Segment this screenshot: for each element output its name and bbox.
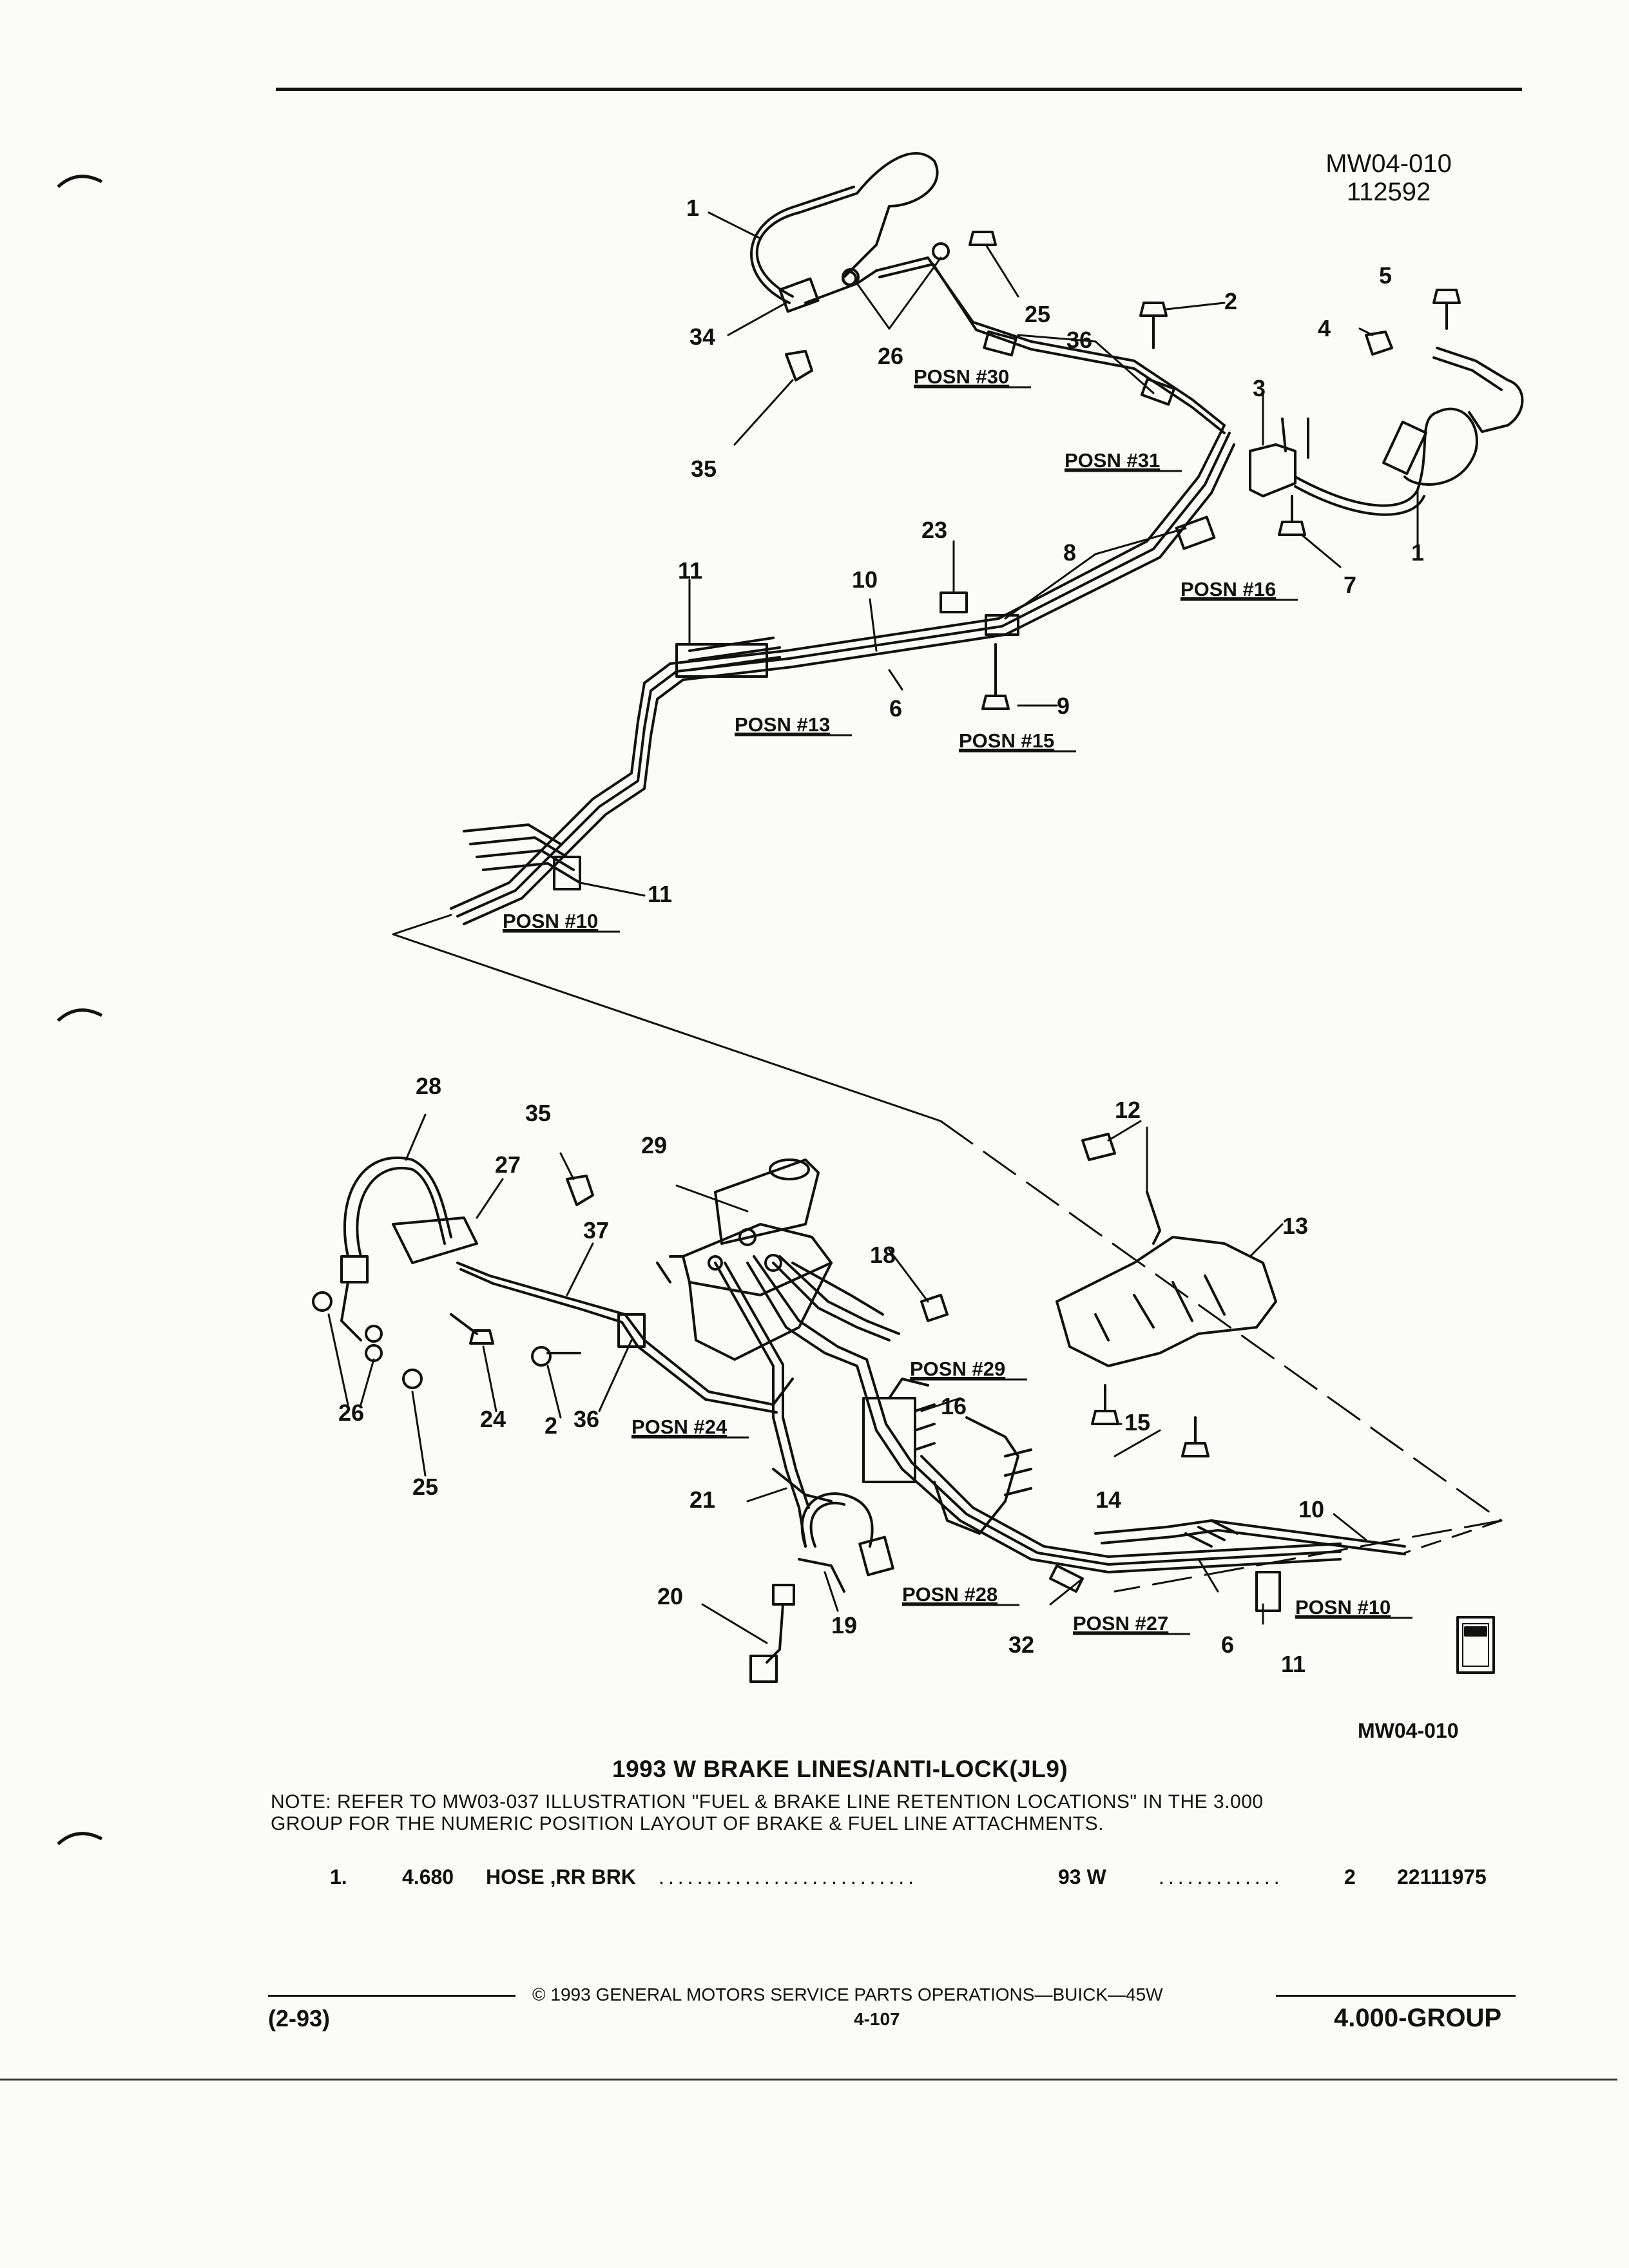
callout-37: 37 xyxy=(583,1217,609,1244)
callout-35-upper: 35 xyxy=(691,456,717,482)
upper-leader-lines xyxy=(579,211,1419,897)
posn-30: POSN #30 xyxy=(914,365,1009,388)
illustration-code: MW04-010 112592 xyxy=(1315,149,1463,206)
master-cylinder-lines xyxy=(714,1133,1406,1683)
callout-numbers: 1 34 26 25 36 2 5 4 35 3 1 7 8 23 10 11 … xyxy=(338,195,1424,1677)
parts-row: 1. 4.680 HOSE ,RR BRK ..................… xyxy=(330,1865,1509,1891)
callout-27: 27 xyxy=(495,1151,521,1178)
page-title: 1993 W BRAKE LINES/ANTI-LOCK(JL9) xyxy=(612,1756,1068,1782)
posn-27: POSN #27 xyxy=(1073,1612,1168,1635)
callout-19: 19 xyxy=(831,1612,857,1639)
callout-2-lower: 2 xyxy=(545,1412,557,1439)
gm-spo-logo xyxy=(1456,1616,1495,1674)
diagram-code-label: MW04-010 xyxy=(1358,1719,1459,1742)
posn-15: POSN #15 xyxy=(959,729,1054,752)
illustration-code-id: MW04-010 xyxy=(1325,149,1452,178)
callout-4: 4 xyxy=(1318,315,1331,341)
callout-13: 13 xyxy=(1282,1213,1308,1239)
master-cylinder xyxy=(656,1158,833,1361)
illustration-code-date: 112592 xyxy=(1346,178,1431,206)
posn-13: POSN #13 xyxy=(735,713,830,736)
posn-10-upper: POSN #10 xyxy=(503,910,598,932)
callout-25-lower: 25 xyxy=(412,1474,438,1500)
posn-28: POSN #28 xyxy=(902,1583,998,1606)
callout-6-lower: 6 xyxy=(1221,1631,1234,1658)
posn-31: POSN #31 xyxy=(1065,449,1160,472)
callout-6-upper: 6 xyxy=(889,695,902,722)
callout-11-lower-right: 11 xyxy=(1281,1651,1306,1677)
binder-mark-top xyxy=(57,175,103,188)
callout-11-lower-left: 11 xyxy=(648,881,672,907)
callout-15: 15 xyxy=(1124,1409,1150,1436)
parts-row-part-no: 22111975 xyxy=(1397,1865,1487,1888)
footer-rule-left xyxy=(268,1995,516,1997)
scan-bottom-rule xyxy=(0,2079,1617,2081)
front-left-hose xyxy=(312,1156,794,1414)
parts-row-number: 4.680 xyxy=(402,1865,454,1888)
callout-8: 8 xyxy=(1063,539,1076,566)
callout-3: 3 xyxy=(1253,375,1266,401)
callout-2-upper: 2 xyxy=(1224,288,1237,314)
callout-16: 16 xyxy=(941,1393,967,1419)
posn-10-lower: POSN #10 xyxy=(1295,1596,1391,1619)
posn-29: POSN #29 xyxy=(910,1358,1005,1380)
callout-5: 5 xyxy=(1379,262,1392,289)
footer-rule-right xyxy=(1276,1995,1516,1997)
parts-row-leader-2: ............. xyxy=(1159,1865,1284,1888)
connector-lines xyxy=(392,914,1503,1593)
binder-mark-middle xyxy=(57,1008,103,1022)
callout-1-upper-right: 1 xyxy=(1411,539,1424,566)
callout-28: 28 xyxy=(416,1073,441,1099)
binder-marks xyxy=(57,175,103,1845)
parts-row-leader-1: ........................... xyxy=(659,1865,918,1888)
top-rule xyxy=(276,88,1522,91)
callout-10-lower: 10 xyxy=(1298,1496,1324,1523)
callout-36-lower: 36 xyxy=(574,1406,599,1432)
retention-note: NOTE: REFER TO MW03-037 ILLUSTRATION "FU… xyxy=(271,1791,1264,1835)
position-labels: POSN #30 POSN #31 POSN #16 POSN #13 POSN… xyxy=(503,365,1391,1635)
callout-20: 20 xyxy=(657,1583,683,1610)
posn-16: POSN #16 xyxy=(1181,578,1276,601)
rear-left-hose xyxy=(750,152,939,313)
group-label: 4.000-GROUP xyxy=(1334,2004,1502,2032)
main-brake-line-bundle xyxy=(450,231,1461,925)
callout-18: 18 xyxy=(870,1242,896,1268)
callout-14: 14 xyxy=(1095,1486,1121,1513)
callout-29: 29 xyxy=(641,1132,667,1158)
callout-10-upper: 10 xyxy=(852,566,878,593)
parts-row-qty: 2 xyxy=(1344,1865,1356,1888)
callout-26-upper: 26 xyxy=(878,343,903,369)
callout-9: 9 xyxy=(1057,693,1070,719)
page-number: 4-107 xyxy=(854,2009,900,2029)
callout-11-upper: 11 xyxy=(678,557,702,584)
parts-row-item: 1. xyxy=(330,1865,347,1888)
callout-7: 7 xyxy=(1344,572,1356,598)
callout-1-upper-left: 1 xyxy=(686,195,699,221)
callout-21: 21 xyxy=(689,1486,715,1513)
callout-26-lower: 26 xyxy=(338,1399,364,1426)
callout-36-upper: 36 xyxy=(1066,327,1092,353)
callout-23: 23 xyxy=(921,517,947,543)
parts-row-name: HOSE ,RR BRK xyxy=(486,1865,636,1888)
footer-date: (2-93) xyxy=(268,2005,331,2032)
brake-lines-diagram: 1 34 26 25 36 2 5 4 35 3 1 7 8 23 10 11 … xyxy=(312,152,1524,1683)
callout-35-lower: 35 xyxy=(525,1100,551,1126)
note-line-2: GROUP FOR THE NUMERIC POSITION LAYOUT OF… xyxy=(271,1813,1104,1834)
binder-mark-bottom xyxy=(57,1832,103,1845)
callout-24: 24 xyxy=(480,1406,506,1432)
posn-24: POSN #24 xyxy=(631,1416,728,1438)
callout-12: 12 xyxy=(1115,1097,1141,1123)
lower-leader-lines xyxy=(327,1113,1367,1644)
callout-25-upper: 25 xyxy=(1025,301,1050,327)
callout-32: 32 xyxy=(1008,1631,1034,1658)
callout-34: 34 xyxy=(689,323,715,350)
note-line-1: NOTE: REFER TO MW03-037 ILLUSTRATION "FU… xyxy=(271,1791,1264,1812)
copyright-line: © 1993 GENERAL MOTORS SERVICE PARTS OPER… xyxy=(532,1984,1163,2004)
parts-row-model: 93 W xyxy=(1058,1865,1106,1888)
